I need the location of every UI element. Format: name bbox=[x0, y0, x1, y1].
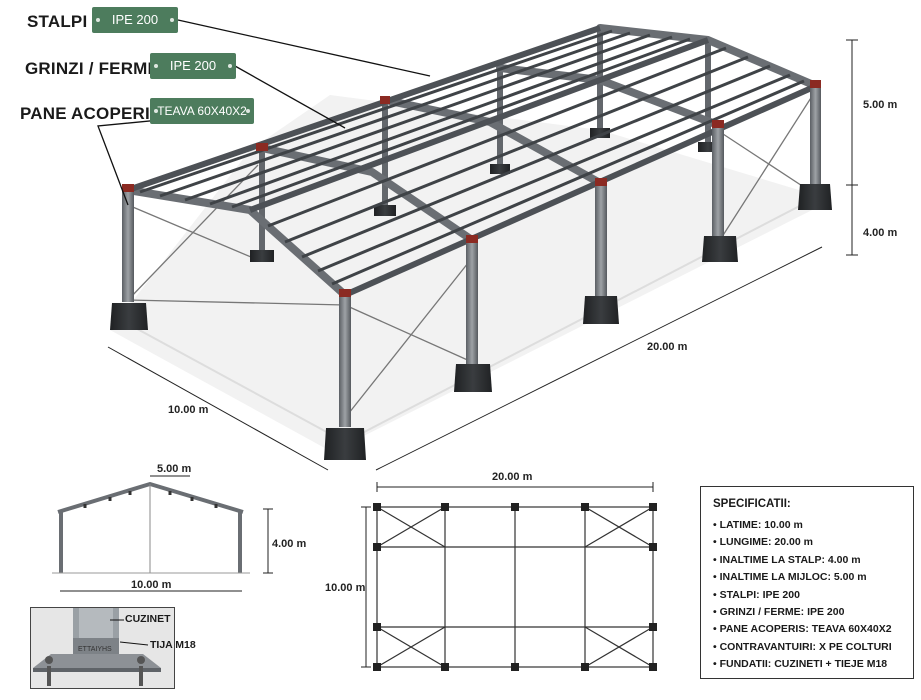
spec-item: LUNGIME: 20.00 m bbox=[713, 534, 892, 551]
specs-title: SPECIFICATII: bbox=[713, 498, 791, 510]
specs-list: LATIME: 10.00 m LUNGIME: 20.00 m INALTIM… bbox=[713, 517, 892, 674]
tag-grinzi-text: IPE 200 bbox=[169, 58, 217, 73]
longitudinal-beams bbox=[127, 25, 818, 298]
spec-item: LATIME: 10.00 m bbox=[713, 517, 892, 534]
spec-item: INALTIME LA MIJLOC: 5.00 m bbox=[713, 569, 892, 586]
spec-item: STALPI: IPE 200 bbox=[713, 587, 892, 604]
tag-pane-text: TEAVA 60X40X2 bbox=[157, 104, 247, 118]
svg-text:ETTAIYHS: ETTAIYHS bbox=[78, 646, 112, 653]
dim-post-height: 4.00 m bbox=[863, 227, 898, 239]
dim-length: 20.00 m bbox=[647, 341, 688, 353]
tag-pane: TEAVA 60X40X2 bbox=[150, 98, 254, 124]
tag-stalpi-text: IPE 200 bbox=[111, 12, 159, 27]
purlins bbox=[139, 29, 805, 286]
back-footings bbox=[250, 128, 718, 262]
label-grinzi: GRINZI / FERME bbox=[25, 59, 160, 78]
label-tija: TIJA M18 bbox=[150, 639, 196, 651]
dim-plan-width: 10.00 m bbox=[325, 582, 366, 594]
label-cuzinet: CUZINET bbox=[125, 613, 171, 625]
spec-item: GRINZI / FERME: IPE 200 bbox=[713, 604, 892, 621]
dimension-lines-3d bbox=[107, 39, 858, 471]
dim-width: 10.00 m bbox=[168, 404, 209, 416]
dim-section-height: 4.00 m bbox=[272, 538, 307, 550]
x-bracing bbox=[127, 89, 817, 419]
dim-roof-height: 5.00 m bbox=[863, 99, 898, 111]
specifications-box: SPECIFICATII: LATIME: 10.00 m LUNGIME: 2… bbox=[700, 486, 914, 679]
front-footings bbox=[110, 184, 832, 460]
label-pane: PANE ACOPERIS bbox=[20, 104, 162, 123]
label-stalpi: STALPI bbox=[27, 12, 88, 31]
dim-section-half: 5.00 m bbox=[157, 463, 192, 475]
dim-section-width: 10.00 m bbox=[131, 579, 172, 591]
spec-item: FUNDATII: CUZINETI + TIEJE M18 bbox=[713, 656, 892, 673]
spec-item: INALTIME LA STALP: 4.00 m bbox=[713, 552, 892, 569]
front-columns bbox=[122, 86, 821, 427]
dim-plan-length: 20.00 m bbox=[492, 471, 533, 483]
spec-item: CONTRAVANTUIRI: X PE COLTURI bbox=[713, 639, 892, 656]
connection-plates bbox=[122, 80, 821, 297]
foundation-detail: ETTAIYHS bbox=[30, 607, 175, 689]
tag-stalpi: IPE 200 bbox=[92, 7, 178, 33]
spec-item: PANE ACOPERIS: TEAVA 60X40X2 bbox=[713, 621, 892, 638]
tag-grinzi: IPE 200 bbox=[150, 53, 236, 79]
